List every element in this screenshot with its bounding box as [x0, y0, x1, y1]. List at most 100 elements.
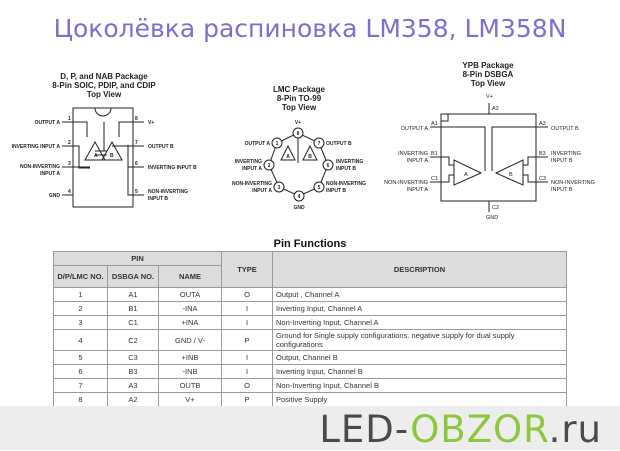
table-cell: I [221, 364, 273, 379]
table-cell: P [221, 392, 273, 407]
svg-text:INVERTING INPUT B: INVERTING INPUT B [148, 165, 197, 171]
svg-text:GND: GND [486, 215, 498, 221]
table-cell: 1 [53, 287, 108, 302]
svg-text:INPUT A: INPUT A [252, 188, 272, 194]
svg-text:2: 2 [268, 163, 271, 169]
svg-text:4: 4 [68, 189, 71, 195]
pkg1-heading: 8-Pin SOIC, PDIP, and CDIP [52, 81, 156, 90]
pinout-diagrams: D, P, and NAB Package 8-Pin SOIC, PDIP, … [12, 61, 595, 221]
svg-text:A2: A2 [492, 106, 499, 112]
svg-text:B: B [110, 153, 114, 159]
svg-text:INVERTING: INVERTING [336, 159, 363, 165]
table-cell: 6 [53, 364, 108, 379]
svg-text:7: 7 [135, 140, 138, 146]
pkg1-heading: D, P, and NAB Package [60, 72, 148, 81]
table-cell: +INB [158, 350, 222, 365]
table-cell: 2 [53, 301, 108, 316]
svg-text:OUTPUT B: OUTPUT B [326, 141, 352, 147]
svg-text:OUTPUT A: OUTPUT A [401, 126, 429, 132]
svg-text:B: B [509, 172, 513, 178]
svg-text:NON-INVERTING: NON-INVERTING [148, 189, 188, 195]
svg-text:A: A [286, 154, 290, 160]
pin-group-header: PIN [53, 251, 222, 266]
svg-text:NON-INVERTING: NON-INVERTING [232, 181, 272, 187]
svg-text:GND: GND [293, 205, 305, 211]
table-cell: Output, Channel B [272, 350, 567, 365]
col-header: D/P/LMC NO. [53, 265, 108, 288]
table-cell: Output , Channel A [272, 287, 567, 302]
svg-text:INVERTING INPUT A: INVERTING INPUT A [12, 144, 61, 150]
svg-text:8-Pin TO-99: 8-Pin TO-99 [277, 94, 322, 103]
svg-text:OUTPUT B: OUTPUT B [551, 126, 579, 132]
svg-text:7: 7 [318, 141, 321, 147]
table-cell: Inverting Input, Channel A [272, 301, 567, 316]
svg-text:NON-INVERTING: NON-INVERTING [20, 164, 60, 170]
table-cell: Non-Inverting Input, Channel B [272, 378, 567, 393]
svg-text:INPUT A: INPUT A [40, 171, 60, 177]
svg-text:GND: GND [49, 193, 61, 199]
svg-text:OUTPUT A: OUTPUT A [35, 120, 61, 126]
table-title: Pin Functions [273, 238, 347, 250]
svg-text:NON-INVERTING: NON-INVERTING [551, 180, 595, 186]
table-cell: -INB [158, 364, 222, 379]
svg-text:8-Pin DSBGA: 8-Pin DSBGA [463, 70, 514, 79]
svg-text:INPUT B: INPUT B [336, 166, 356, 172]
svg-text:LMC Package: LMC Package [273, 85, 326, 94]
table-cell: -INA [158, 301, 222, 316]
svg-text:8: 8 [297, 131, 300, 137]
svg-text:B1: B1 [431, 151, 438, 157]
table-cell: Ground for Single supply configurations.… [272, 329, 567, 351]
svg-text:2: 2 [68, 140, 71, 146]
table-cell: P [221, 329, 273, 351]
ic-body [72, 107, 134, 208]
table-cell: I [221, 315, 273, 330]
svg-text:INPUT B: INPUT B [148, 196, 168, 202]
svg-text:INVERTING: INVERTING [551, 151, 581, 157]
svg-text:INVERTING: INVERTING [235, 159, 262, 165]
svg-text:OUTPUT A: OUTPUT A [245, 141, 271, 147]
svg-text:INPUT A: INPUT A [407, 158, 429, 164]
table-cell: 8 [53, 392, 108, 407]
svg-text:Top View: Top View [471, 79, 506, 88]
svg-text:YPB Package: YPB Package [462, 61, 514, 70]
logo-part: LED- [319, 408, 411, 451]
site-logo: LED-OBZOR.ru [0, 406, 620, 451]
page-title: Цоколёвка распиновка LM358, LM358N [53, 14, 567, 43]
svg-text:1: 1 [276, 141, 279, 147]
svg-text:3: 3 [68, 161, 71, 167]
table-cell: B1 [107, 301, 159, 316]
pkg1-heading: Top View [87, 90, 122, 99]
table-cell: O [221, 287, 273, 302]
svg-text:1: 1 [68, 116, 71, 122]
svg-text:Top View: Top View [282, 103, 317, 112]
table-cell: C1 [107, 315, 159, 330]
svg-text:C3: C3 [539, 176, 546, 182]
svg-text:6: 6 [135, 161, 138, 167]
svg-text:4: 4 [298, 194, 301, 200]
svg-text:B3: B3 [539, 151, 546, 157]
table-cell: A2 [107, 392, 159, 407]
table-cell: OUTA [158, 287, 222, 302]
table-cell: Inverting Input, Channel B [272, 364, 567, 379]
table-cell: I [221, 301, 273, 316]
svg-text:6: 6 [327, 163, 330, 169]
logo-part: .ru [548, 408, 602, 451]
svg-text:INPUT A: INPUT A [242, 166, 262, 172]
svg-text:5: 5 [318, 185, 321, 191]
table-cell: GND / V- [158, 329, 222, 351]
table-cell: B3 [107, 364, 159, 379]
table-cell: Non-Inverting Input, Channel A [272, 315, 567, 330]
svg-text:C2: C2 [492, 205, 499, 211]
table-cell: OUTB [158, 378, 222, 393]
col-header: DESCRIPTION [272, 251, 567, 288]
svg-text:INPUT A: INPUT A [407, 187, 429, 193]
svg-text:B: B [308, 154, 312, 160]
